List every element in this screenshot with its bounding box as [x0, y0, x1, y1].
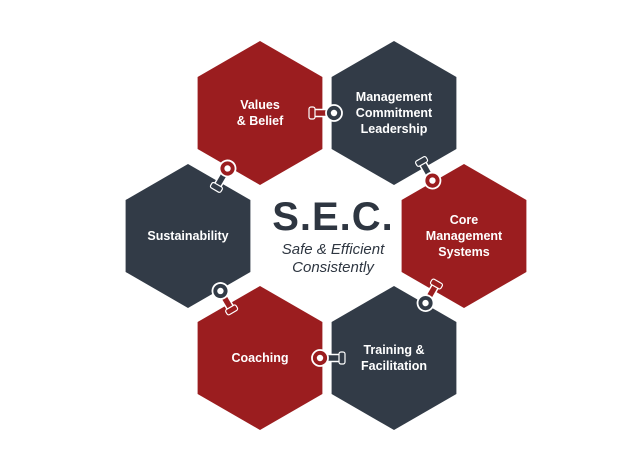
hexagon-coaching-shape	[197, 286, 323, 430]
hexagon-core-label-line: Systems	[438, 245, 489, 259]
center-subtitle-line2: Consistently	[292, 259, 375, 276]
hexagon-core-shape	[401, 164, 527, 308]
hexagon-sustainability-shape	[125, 164, 251, 308]
center-block: S.E.C. Safe & Efficient Consistently	[272, 195, 394, 276]
chain-link-icon	[311, 349, 346, 367]
hexagon-coaching: Coaching	[197, 286, 323, 430]
center-subtitle-line1: Safe & Efficient	[282, 241, 385, 258]
hexagon-training: Training & Facilitation	[331, 286, 457, 430]
hexagon-core-label-line: Management	[426, 229, 503, 243]
hexagon-management-shape	[331, 41, 457, 185]
hexagon-values-label-line: Values	[240, 98, 280, 112]
chain-link-icon	[209, 159, 237, 193]
chain-link-icon	[308, 104, 343, 122]
hexagon-management-label-line: Management	[356, 90, 433, 104]
connector-layer	[209, 104, 444, 367]
hexagon-values: Values & Belief	[197, 41, 323, 185]
hexagon-core-label-line: Core	[450, 213, 479, 227]
hexagon-sustainability: Sustainability	[125, 164, 251, 308]
hexagon-values-shape	[197, 41, 323, 185]
hexagon-sustainability-label-line: Sustainability	[147, 229, 228, 243]
hexagon-training-shape	[331, 286, 457, 430]
hexagon-training-label-line: Facilitation	[361, 359, 427, 373]
hexagon-coaching-label-line: Coaching	[232, 351, 289, 365]
hexagon-management-label-line: Leadership	[361, 122, 428, 136]
chain-link-icon	[415, 156, 442, 190]
hexagon-values-label-line: & Belief	[237, 114, 284, 128]
hexagon-training-label-line: Training &	[363, 343, 424, 357]
chain-link-icon	[416, 278, 444, 312]
center-title: S.E.C.	[272, 195, 394, 239]
hexagon-management-label-line: Commitment	[356, 106, 433, 120]
hexagon-layer: Values& BeliefManagementCommitmentLeader…	[125, 41, 527, 430]
chain-link-icon	[211, 282, 239, 316]
